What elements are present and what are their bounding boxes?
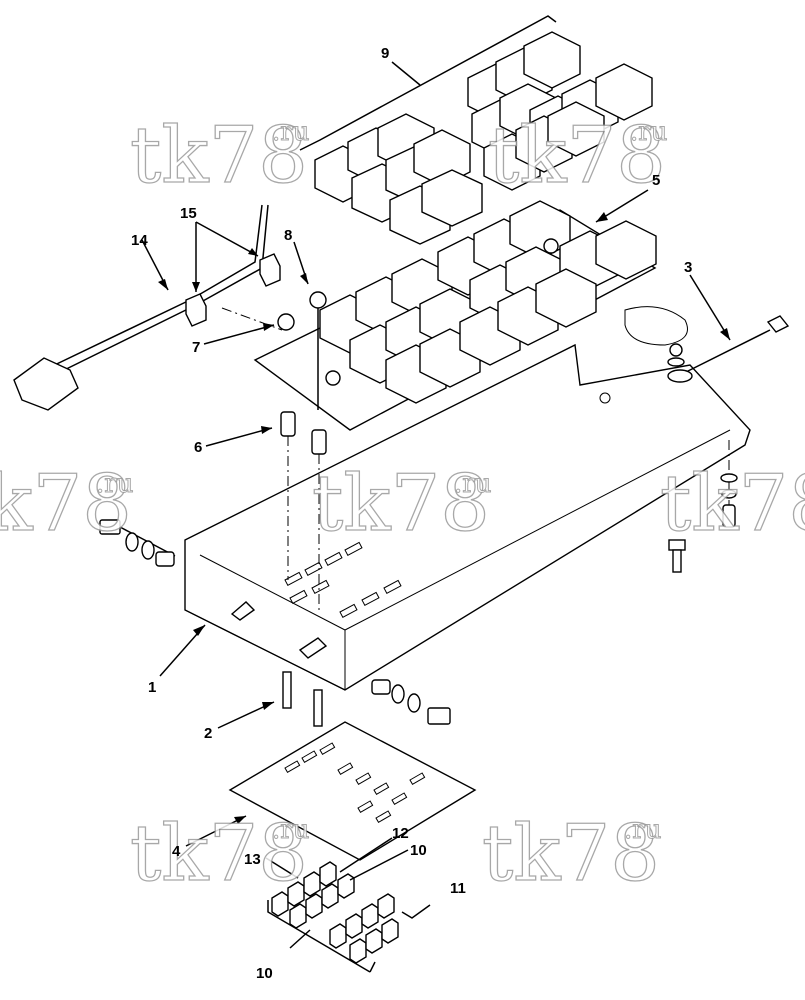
clips-15 bbox=[185, 221, 281, 327]
callout-13: 13 bbox=[244, 851, 261, 868]
watermark-suffix: .ru bbox=[630, 117, 667, 147]
harness-14 bbox=[13, 204, 269, 411]
ground-strap-3 bbox=[667, 274, 790, 383]
callout-11: 11 bbox=[450, 880, 466, 897]
callout-5: 5 bbox=[652, 172, 660, 189]
callout-7: 7 bbox=[192, 339, 200, 356]
callout-6: 6 bbox=[194, 439, 202, 456]
watermark-suffix: .ru bbox=[454, 469, 491, 499]
watermark-suffix: .ru bbox=[96, 469, 133, 499]
callout-4: 4 bbox=[172, 843, 181, 860]
callout-2: 2 bbox=[204, 725, 212, 742]
callout-15: 15 bbox=[180, 205, 197, 222]
watermark-main: tk78 bbox=[0, 459, 132, 549]
left-hardware bbox=[99, 519, 176, 567]
relay-group-9 bbox=[299, 15, 653, 245]
right-hardware bbox=[668, 440, 738, 573]
watermark-main: tk78 bbox=[660, 459, 805, 549]
fuse-group bbox=[265, 837, 431, 973]
nut-7 bbox=[203, 307, 295, 345]
watermark-suffix: .ru bbox=[272, 815, 309, 845]
callout-3: 3 bbox=[684, 259, 692, 276]
callout-labels: 9 5 3 15 14 8 7 6 1 2 4 13 12 10 11 10 bbox=[131, 45, 692, 982]
cover-plate-4 bbox=[185, 721, 477, 861]
tray-chassis-1 bbox=[159, 306, 751, 691]
callout-14: 14 bbox=[131, 232, 148, 249]
nut-8 bbox=[293, 241, 327, 410]
watermark-main: tk78 bbox=[130, 809, 308, 899]
callout-12: 12 bbox=[392, 825, 409, 842]
watermark-main: tk78 bbox=[312, 459, 490, 549]
callout-9: 9 bbox=[381, 45, 389, 62]
watermark-suffix: .ru bbox=[624, 815, 661, 845]
relay-board-5 bbox=[253, 189, 657, 431]
callout-10-top: 10 bbox=[410, 842, 427, 859]
watermark-suffix: .ru bbox=[272, 117, 309, 147]
callout-10-bottom: 10 bbox=[256, 965, 273, 982]
callout-8: 8 bbox=[284, 227, 292, 244]
studs-2 bbox=[217, 671, 323, 729]
spacers-6 bbox=[205, 411, 327, 612]
watermark-main: tk78 bbox=[488, 111, 666, 201]
watermarks: tk78 .ru tk78 .ru tk78 .ru tk78 .ru tk78… bbox=[0, 110, 805, 899]
watermark-main: tk78 bbox=[130, 111, 308, 201]
callout-1: 1 bbox=[148, 679, 156, 696]
front-hardware bbox=[371, 679, 451, 725]
watermark-main: tk78 bbox=[482, 809, 660, 899]
